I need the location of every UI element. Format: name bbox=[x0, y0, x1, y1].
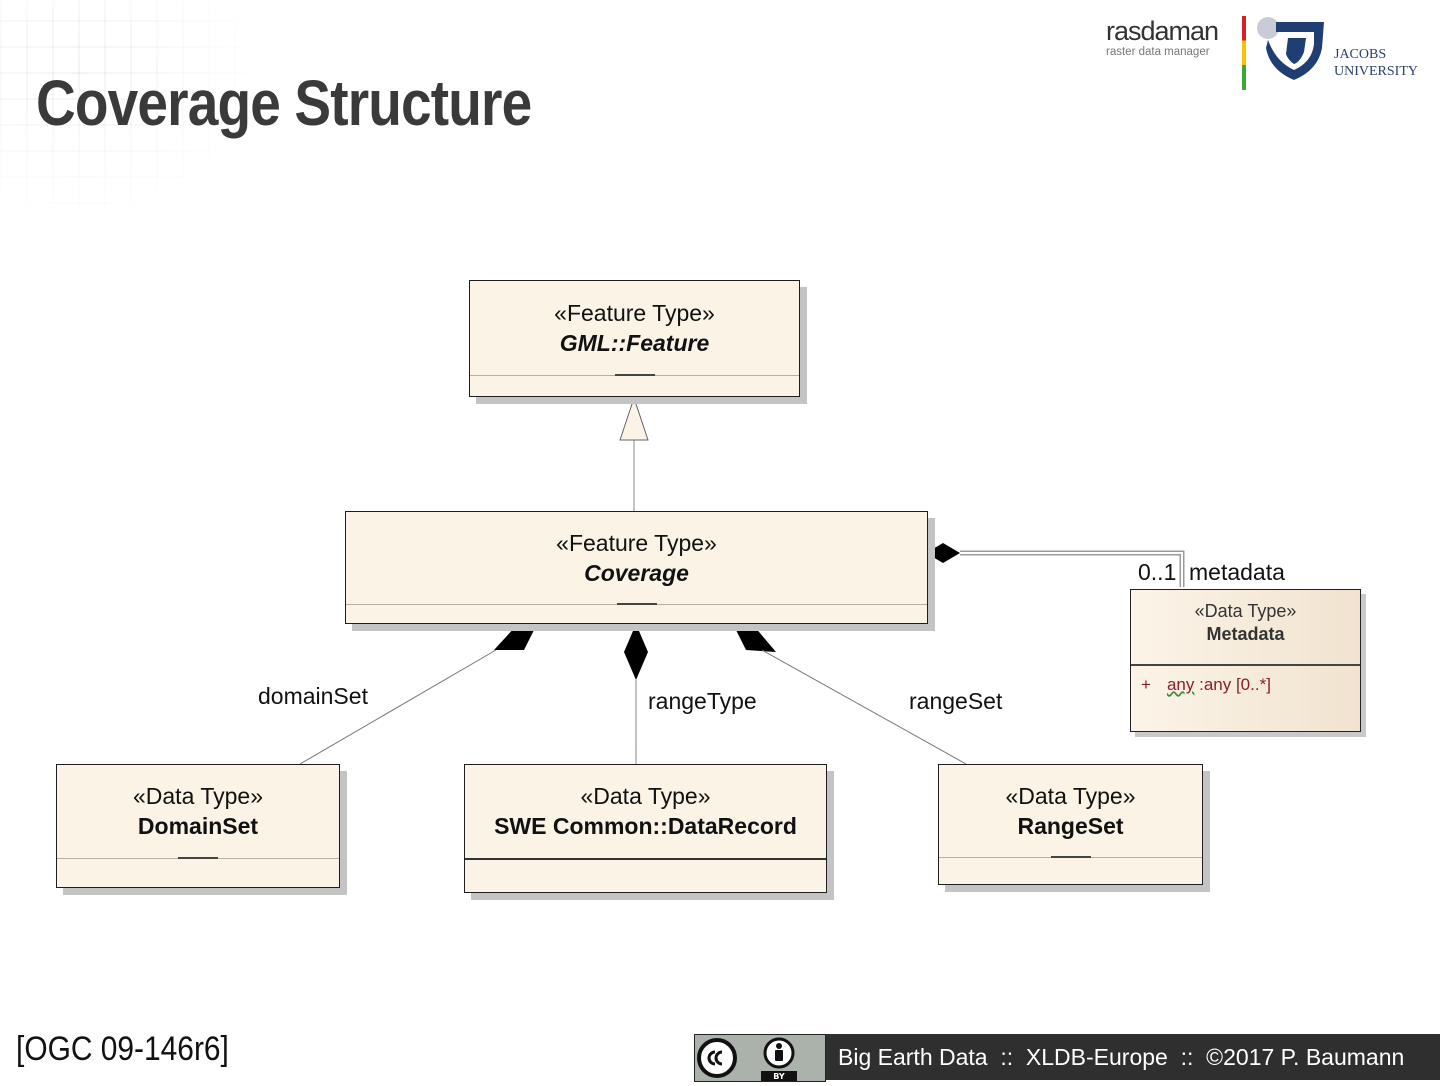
rangeset-name: RangeSet bbox=[1017, 813, 1124, 839]
composition-rangeset bbox=[734, 626, 967, 765]
domainset-name: DomainSet bbox=[137, 813, 259, 839]
metadata-attribute: + any :any [0..*] bbox=[1141, 675, 1271, 695]
rangeset-class-box: «Data Type» RangeSet bbox=[938, 764, 1203, 885]
jacobs-shield-icon bbox=[1257, 17, 1324, 80]
slide-title: Coverage Structure bbox=[36, 67, 532, 139]
rasdaman-tagline: raster data manager bbox=[1106, 46, 1210, 58]
background-grid-decoration bbox=[0, 0, 270, 230]
composition-metadata bbox=[926, 543, 1185, 587]
cc-icon bbox=[697, 1038, 737, 1078]
domainset-class-box: «Data Type» DomainSet bbox=[56, 764, 340, 888]
metadata-separator bbox=[1131, 664, 1360, 666]
jacobs-line2: UNIVERSITY bbox=[1334, 64, 1418, 79]
coverage-stereotype: «Feature Type» bbox=[556, 530, 717, 556]
rangeset-stereotype: «Data Type» bbox=[1005, 783, 1136, 809]
generalization-arrow bbox=[619, 396, 649, 511]
label-rangetype: rangeType bbox=[648, 688, 757, 714]
label-metadata: metadata bbox=[1189, 559, 1285, 585]
by-icon bbox=[763, 1037, 795, 1069]
metadata-name: Metadata bbox=[1206, 624, 1285, 644]
label-domainset: domainSet bbox=[258, 683, 368, 709]
footer-bar: Big Earth Data :: XLDB-Europe :: ©2017 P… bbox=[826, 1034, 1440, 1080]
metadata-attr-name: any bbox=[1166, 675, 1195, 694]
metadata-class-box: «Data Type» Metadata + any :any [0..*] bbox=[1130, 589, 1361, 732]
composition-domainset bbox=[299, 626, 536, 765]
feature-name: GML::Feature bbox=[559, 330, 710, 356]
rasdaman-logo: rasdaman raster data manager bbox=[1106, 16, 1236, 58]
domainset-separator-tick bbox=[178, 857, 218, 859]
coverage-name: Coverage bbox=[584, 560, 689, 586]
domainset-stereotype: «Data Type» bbox=[132, 783, 263, 809]
by-text: BY bbox=[773, 1072, 785, 1081]
rangeset-separator-tick bbox=[1050, 856, 1091, 858]
composition-rangetype bbox=[624, 624, 648, 764]
feature-separator-tick bbox=[614, 374, 655, 376]
metadata-attr-visibility: + bbox=[1141, 675, 1151, 694]
jacobs-wordmark: JACOBS UNIVERSITY bbox=[1334, 46, 1418, 80]
jacobs-line1: JACOBS bbox=[1334, 47, 1387, 62]
rasdaman-wordmark: rasdaman bbox=[1106, 16, 1219, 46]
label-multiplicity: 0..1 bbox=[1138, 559, 1177, 585]
logo-color-bar bbox=[1242, 16, 1246, 90]
label-rangeset: rangeSet bbox=[909, 688, 1003, 714]
metadata-attr-type: :any [0..*] bbox=[1199, 675, 1271, 694]
datarecord-name: SWE Common::DataRecord bbox=[494, 813, 797, 839]
feature-stereotype: «Feature Type» bbox=[554, 300, 715, 326]
datarecord-class-box: «Data Type» SWE Common::DataRecord bbox=[464, 764, 827, 893]
coverage-class-box: «Feature Type» Coverage bbox=[345, 511, 928, 624]
datarecord-separator bbox=[465, 858, 826, 860]
datarecord-stereotype: «Data Type» bbox=[580, 783, 711, 809]
metadata-stereotype: «Data Type» bbox=[1194, 601, 1297, 621]
cc-license-badge: BY bbox=[694, 1034, 826, 1082]
coverage-separator-tick bbox=[616, 603, 657, 605]
feature-class-box: «Feature Type» GML::Feature bbox=[469, 280, 800, 397]
cc-badge-graphic: BY bbox=[697, 1037, 797, 1081]
footer-text: Big Earth Data :: XLDB-Europe :: ©2017 P… bbox=[838, 1044, 1405, 1070]
reference-citation: [OGC 09-146r6] bbox=[16, 1030, 229, 1068]
